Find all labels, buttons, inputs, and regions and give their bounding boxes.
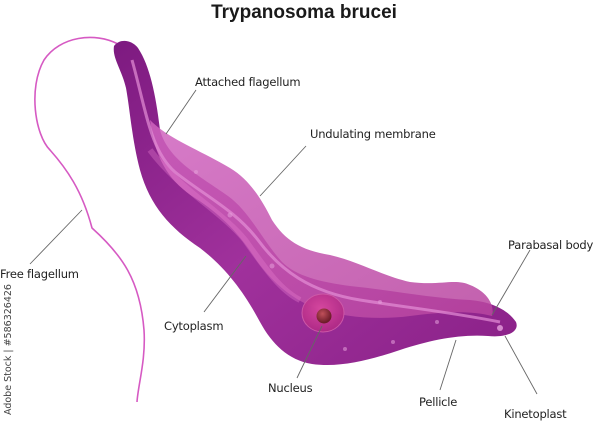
label-parabasal-body: Parabasal body <box>508 238 594 252</box>
diagram-title: Trypanosoma brucei <box>211 2 397 23</box>
label-attached-flagellum: Attached flagellum <box>195 75 301 89</box>
granules <box>194 170 439 351</box>
label-nucleus: Nucleus <box>268 381 313 395</box>
label-kinetoplast: Kinetoplast <box>504 407 567 421</box>
kinetoplast-dot <box>497 325 503 331</box>
undulating-membrane <box>150 120 493 318</box>
free-flagellum-strand <box>34 36 146 403</box>
label-pellicle: Pellicle <box>419 395 458 409</box>
stock-credit: Adobe Stock | #586326426 <box>3 284 14 415</box>
label-cytoplasm: Cytoplasm <box>164 319 224 333</box>
leader-lines <box>29 89 538 395</box>
label-undulating-membrane: Undulating membrane <box>310 127 436 141</box>
attached-flagellum-line <box>130 59 501 324</box>
label-free-flagellum: Free flagellum <box>0 267 79 281</box>
